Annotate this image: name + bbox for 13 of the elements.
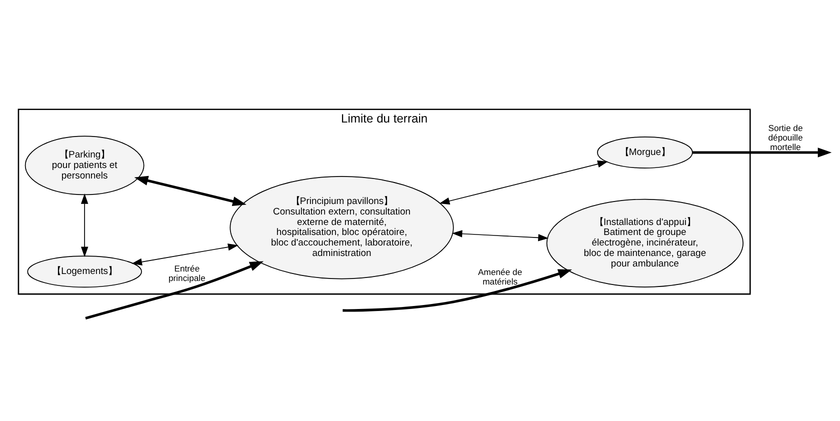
arrow bbox=[342, 269, 572, 312]
node-ellipse: 【Parking】 pour patients et personnels bbox=[24, 136, 144, 196]
edge-label: Amenée de matériels bbox=[478, 267, 522, 287]
arrow bbox=[132, 243, 238, 266]
arrow bbox=[692, 148, 832, 158]
arrow bbox=[85, 261, 264, 320]
arrow bbox=[80, 193, 88, 258]
arrow bbox=[134, 176, 246, 206]
arrow bbox=[452, 230, 549, 242]
edge-label: Sortie de dépouille mortelle bbox=[768, 122, 803, 152]
arrow bbox=[439, 160, 608, 205]
edge-label: Entrée principale bbox=[168, 264, 206, 284]
node-ellipse: 【Installations d'appui】 Batiment de groupe électrogène, incinérateur, bloc de maintenance, garage pour ambulance bbox=[546, 198, 744, 288]
